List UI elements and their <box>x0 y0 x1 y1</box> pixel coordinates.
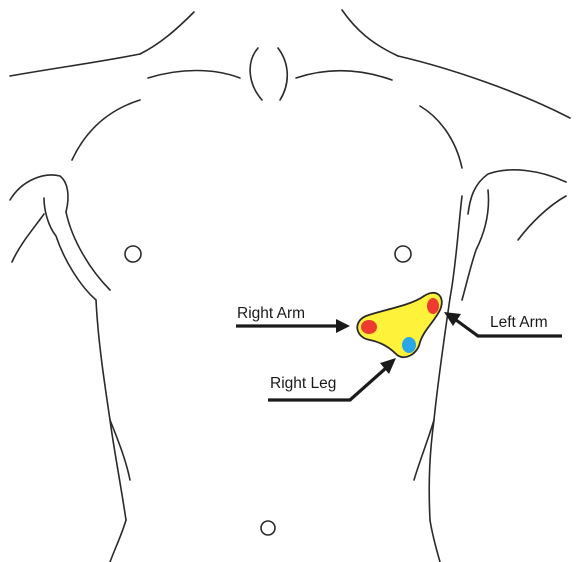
left-arm-inner <box>12 214 44 262</box>
left-collarbone <box>148 71 240 79</box>
label-right-arm: Right Arm <box>237 305 305 322</box>
electrode-right-leg <box>402 337 416 353</box>
right-deltoid <box>468 170 566 214</box>
neck-left-line <box>140 12 194 54</box>
left-waist <box>110 520 126 562</box>
label-right-leg: Right Leg <box>270 375 336 392</box>
right-armpit <box>450 196 462 298</box>
left-deltoid <box>10 175 68 212</box>
sternal-notch <box>250 48 287 100</box>
neck-right-line <box>342 10 398 56</box>
left-armpit <box>66 212 110 290</box>
left-pectoral-top <box>72 100 140 160</box>
left-arm-outer <box>44 198 96 300</box>
navel <box>261 521 275 535</box>
torso-outline <box>10 10 570 562</box>
right-torso-side <box>429 298 450 520</box>
right-waist <box>430 520 440 562</box>
right-collarbone <box>296 71 392 80</box>
left-rib-curve <box>110 420 130 480</box>
right-pectoral-top <box>420 106 462 168</box>
left-shoulder-line <box>10 54 140 76</box>
right-nipple <box>395 246 411 262</box>
electrode-left-arm <box>427 298 439 314</box>
arrowhead-right-arm <box>336 319 350 333</box>
left-torso-side <box>96 300 126 520</box>
right-arm-outer <box>462 190 489 300</box>
right-arm-inner <box>518 196 566 240</box>
electrode-patch <box>357 293 442 357</box>
electrode-right-arm <box>361 320 377 334</box>
left-nipple <box>125 246 141 262</box>
label-left-arm: Left Arm <box>490 314 548 331</box>
